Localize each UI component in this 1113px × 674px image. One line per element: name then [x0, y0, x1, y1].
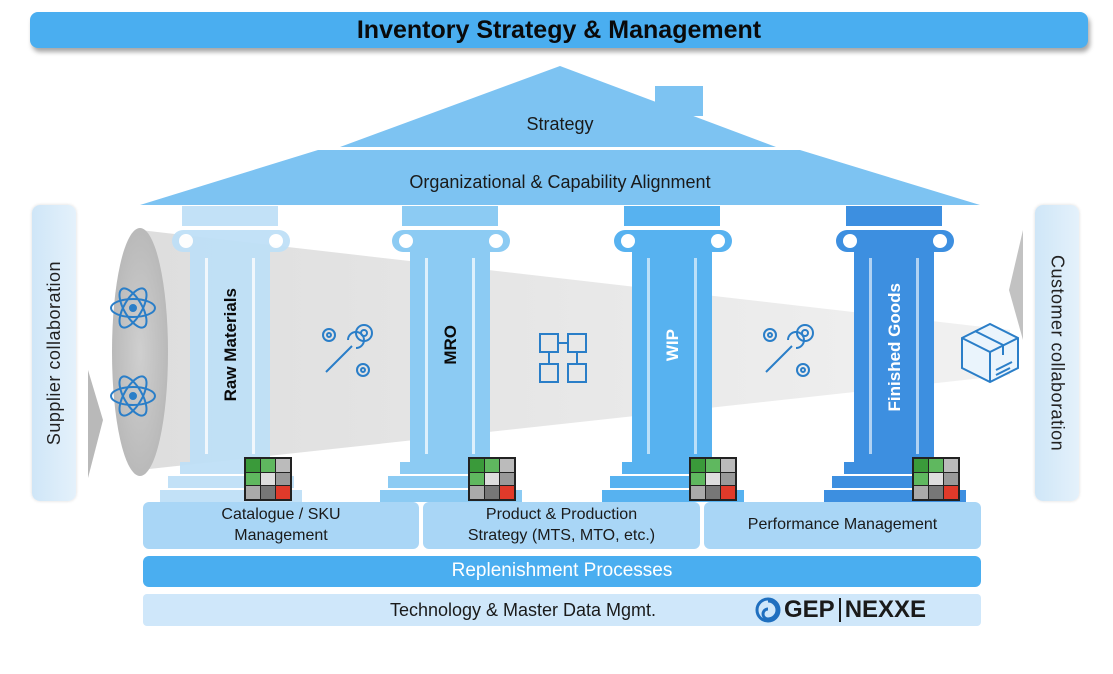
- catalogue-sku-box: Catalogue / SKU Management: [143, 502, 419, 549]
- gears-wrench-icon: [763, 324, 814, 377]
- right-chevron-icon: [1009, 230, 1023, 340]
- brand-nexxe: NEXXE: [844, 596, 927, 623]
- matrix-grid-icon: [468, 457, 516, 501]
- left-chevron-icon: [88, 370, 103, 478]
- atom-icon: [110, 287, 156, 329]
- pillar-raw-materials-label-wrap: Raw Materials: [216, 270, 246, 420]
- pillar-wip-label-wrap: WIP: [658, 310, 688, 380]
- technology-label: Technology & Master Data Mgmt.: [389, 599, 657, 620]
- box-icon: [961, 322, 1019, 384]
- customer-collaboration-panel: Customer collaboration: [1035, 205, 1079, 501]
- customer-collaboration-label: Customer collaboration: [1047, 254, 1068, 452]
- matrix-grid-icon: [689, 457, 737, 501]
- gears-wrench-icon: [322, 324, 373, 377]
- pillar-raw-materials-label: Raw Materials: [221, 288, 240, 402]
- pillar-wip-label: WIP: [663, 328, 682, 362]
- replenishment-bar: Replenishment Processes: [143, 556, 981, 587]
- gep-swirl-icon: [755, 597, 781, 623]
- page-title: Inventory Strategy & Management: [30, 12, 1088, 48]
- technology-bar: Technology & Master Data Mgmt. GEP NEXXE: [143, 594, 981, 626]
- roof-alignment-label: Organizational & Capability Alignment: [409, 172, 711, 192]
- pillar-finished-goods: [824, 206, 966, 502]
- pillar-mro-label-wrap: MRO: [436, 310, 466, 380]
- brand-gep: GEP: [784, 596, 835, 623]
- matrix-grid-icon: [912, 457, 960, 501]
- performance-management-box: Performance Management: [704, 502, 981, 549]
- blocks-icon: [539, 333, 587, 383]
- roof-strategy-label: Strategy: [526, 114, 594, 134]
- roof-beam: [140, 150, 980, 205]
- roof-chimney: [655, 86, 703, 116]
- supplier-collaboration-panel: Supplier collaboration: [32, 205, 76, 501]
- pillar-finished-goods-label-wrap: Finished Goods: [880, 262, 910, 432]
- product-production-box: Product & Production Strategy (MTS, MTO,…: [423, 502, 700, 549]
- roof-top: [340, 66, 776, 147]
- funnel-shape: [140, 230, 1010, 470]
- matrix-grid-icon: [244, 457, 292, 501]
- pillar-mro-label: MRO: [441, 325, 460, 365]
- pillar-finished-goods-label: Finished Goods: [885, 282, 904, 412]
- atom-icon: [110, 375, 156, 417]
- gep-nexxe-logo: GEP NEXXE: [755, 596, 927, 623]
- funnel-mouth: [112, 228, 168, 476]
